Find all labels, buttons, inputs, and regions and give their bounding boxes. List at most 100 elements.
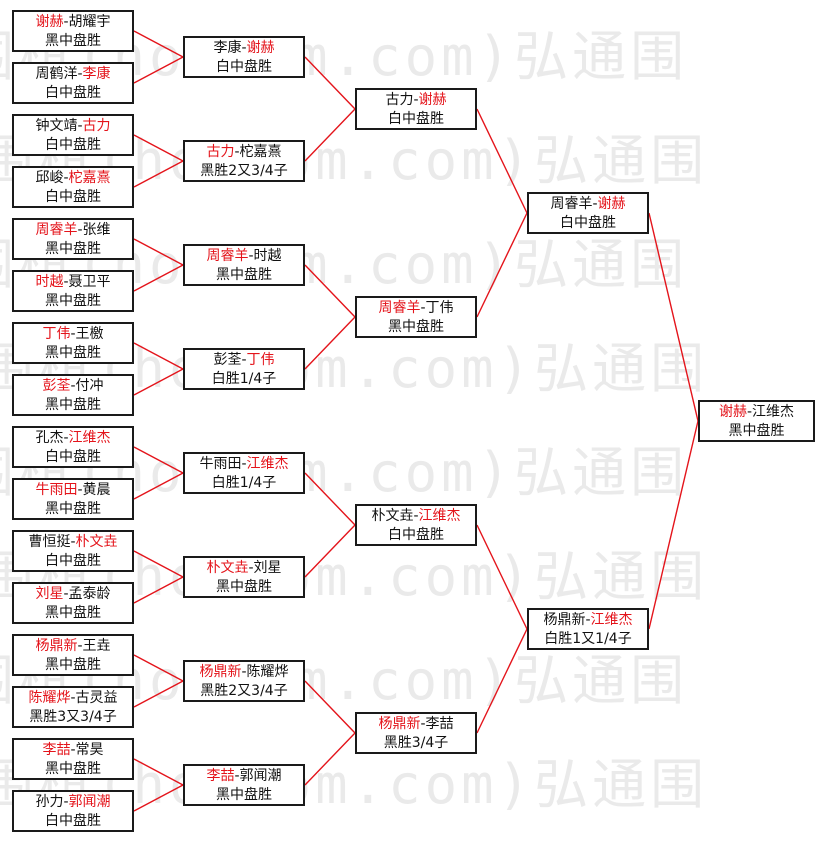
- player-name: 丁伟: [425, 300, 454, 316]
- player-name: 谢赫: [418, 92, 447, 108]
- match-box-r2-3: 周睿羊-时越黑中盘胜: [183, 244, 305, 286]
- bracket-connector: [476, 108, 528, 214]
- bracket-connector: [304, 472, 356, 526]
- bracket-connector: [133, 654, 184, 682]
- match-box-r1-15: 李喆-常昊黑中盘胜: [12, 738, 134, 780]
- player-separator: -: [70, 742, 76, 758]
- match-box-r2-8: 李喆-郭闻潮黑中盘胜: [183, 764, 305, 806]
- player-name: 彭荃: [213, 352, 242, 368]
- match-result: 白中盘胜: [388, 111, 444, 127]
- match-players: 古力-谢赫: [357, 91, 475, 110]
- match-result: 白中盘胜: [45, 813, 101, 829]
- player-separator: -: [420, 300, 426, 316]
- player-name: 李喆: [425, 716, 454, 732]
- match-players: 周睿羊-谢赫: [529, 195, 647, 214]
- player-name: 谢赫: [35, 14, 64, 30]
- player-name: 聂卫平: [68, 274, 111, 290]
- player-name: 江维杰: [590, 612, 633, 628]
- player-separator: -: [585, 612, 591, 628]
- player-separator: -: [77, 118, 83, 134]
- bracket-connector: [133, 134, 184, 162]
- player-name: 陈耀烨: [246, 664, 289, 680]
- match-result: 黑中盘胜: [45, 345, 101, 361]
- bracket-connector: [133, 550, 184, 578]
- match-players: 杨鼎新-江维杰: [529, 611, 647, 630]
- bracket-connector: [476, 212, 528, 318]
- player-name: 牛雨田: [199, 456, 242, 472]
- match-players: 谢赫-江维杰: [700, 403, 813, 422]
- match-box-r2-2: 古力-柁嘉熹黑胜2又3/4子: [183, 140, 305, 182]
- player-name: 古力: [206, 144, 235, 160]
- match-players: 丁伟-王檄: [14, 325, 132, 344]
- player-name: 周睿羊: [206, 248, 249, 264]
- player-name: 柁嘉熹: [68, 170, 111, 186]
- bracket-connector: [133, 238, 184, 266]
- player-name: 柁嘉熹: [239, 144, 282, 160]
- player-name: 曹恒挺: [28, 534, 71, 550]
- player-name: 朴文垚: [75, 534, 118, 550]
- player-name: 时越: [35, 274, 64, 290]
- player-name: 孟泰龄: [68, 586, 111, 602]
- player-separator: -: [413, 508, 419, 524]
- player-name: 李康: [213, 40, 242, 56]
- player-name: 朴文垚: [206, 560, 249, 576]
- match-result: 黑胜3又3/4子: [29, 709, 117, 725]
- bracket-connector: [476, 524, 528, 630]
- match-box-r1-10: 牛雨田-黄晨黑中盘胜: [12, 478, 134, 520]
- match-players: 孔杰-江维杰: [14, 429, 132, 448]
- match-players: 周睿羊-丁伟: [357, 299, 475, 318]
- bracket-connector: [304, 108, 356, 162]
- match-result: 黑中盘胜: [45, 605, 101, 621]
- bracket-connector: [648, 212, 699, 422]
- player-name: 王垚: [82, 638, 111, 654]
- player-separator: -: [70, 326, 76, 342]
- match-players: 周睿羊-张维: [14, 221, 132, 240]
- match-result: 黑中盘胜: [45, 33, 101, 49]
- bracket-connector: [304, 316, 356, 370]
- bracket-connector: [304, 264, 356, 318]
- bracket-connector: [133, 160, 184, 188]
- match-players: 杨鼎新-李喆: [357, 715, 475, 734]
- player-name: 彭荃: [42, 378, 71, 394]
- player-name: 黄晨: [82, 482, 111, 498]
- bracket-connector: [133, 30, 184, 58]
- match-players: 李喆-郭闻潮: [185, 767, 303, 786]
- player-separator: -: [70, 690, 76, 706]
- player-separator: -: [420, 716, 426, 732]
- player-name: 谢赫: [246, 40, 275, 56]
- match-result: 白胜1又1/4子: [544, 631, 632, 647]
- bracket-connector: [476, 628, 528, 734]
- match-result: 白中盘胜: [216, 59, 272, 75]
- match-box-r1-2: 周鹤洋-李康白中盘胜: [12, 62, 134, 104]
- player-name: 丁伟: [42, 326, 71, 342]
- player-name: 刘星: [35, 586, 64, 602]
- player-separator: -: [241, 664, 247, 680]
- player-separator: -: [241, 456, 247, 472]
- match-players: 时越-聂卫平: [14, 273, 132, 292]
- match-box-r4-2: 杨鼎新-江维杰白胜1又1/4子: [527, 608, 649, 650]
- player-name: 丁伟: [246, 352, 275, 368]
- player-separator: -: [241, 352, 247, 368]
- match-players: 杨鼎新-陈耀烨: [185, 663, 303, 682]
- match-result: 黑胜2又3/4子: [200, 163, 288, 179]
- match-box-r1-6: 时越-聂卫平黑中盘胜: [12, 270, 134, 312]
- player-name: 江维杰: [68, 430, 111, 446]
- player-separator: -: [413, 92, 419, 108]
- match-players: 牛雨田-黄晨: [14, 481, 132, 500]
- player-name: 郭闻潮: [68, 794, 111, 810]
- match-box-r1-16: 孙力-郭闻潮白中盘胜: [12, 790, 134, 832]
- bracket-connector: [133, 576, 184, 604]
- match-players: 周睿羊-时越: [185, 247, 303, 266]
- player-name: 郭闻潮: [239, 768, 282, 784]
- player-name: 孙力: [35, 794, 64, 810]
- match-result: 黑中盘胜: [45, 761, 101, 777]
- player-name: 付冲: [75, 378, 104, 394]
- match-result: 白中盘胜: [388, 527, 444, 543]
- match-players: 彭荃-付冲: [14, 377, 132, 396]
- match-box-r2-7: 杨鼎新-陈耀烨黑胜2又3/4子: [183, 660, 305, 702]
- player-name: 周鹤洋: [35, 66, 78, 82]
- player-name: 钟文靖: [35, 118, 78, 134]
- player-name: 谢赫: [718, 404, 747, 420]
- match-box-r1-7: 丁伟-王檄黑中盘胜: [12, 322, 134, 364]
- player-separator: -: [77, 482, 83, 498]
